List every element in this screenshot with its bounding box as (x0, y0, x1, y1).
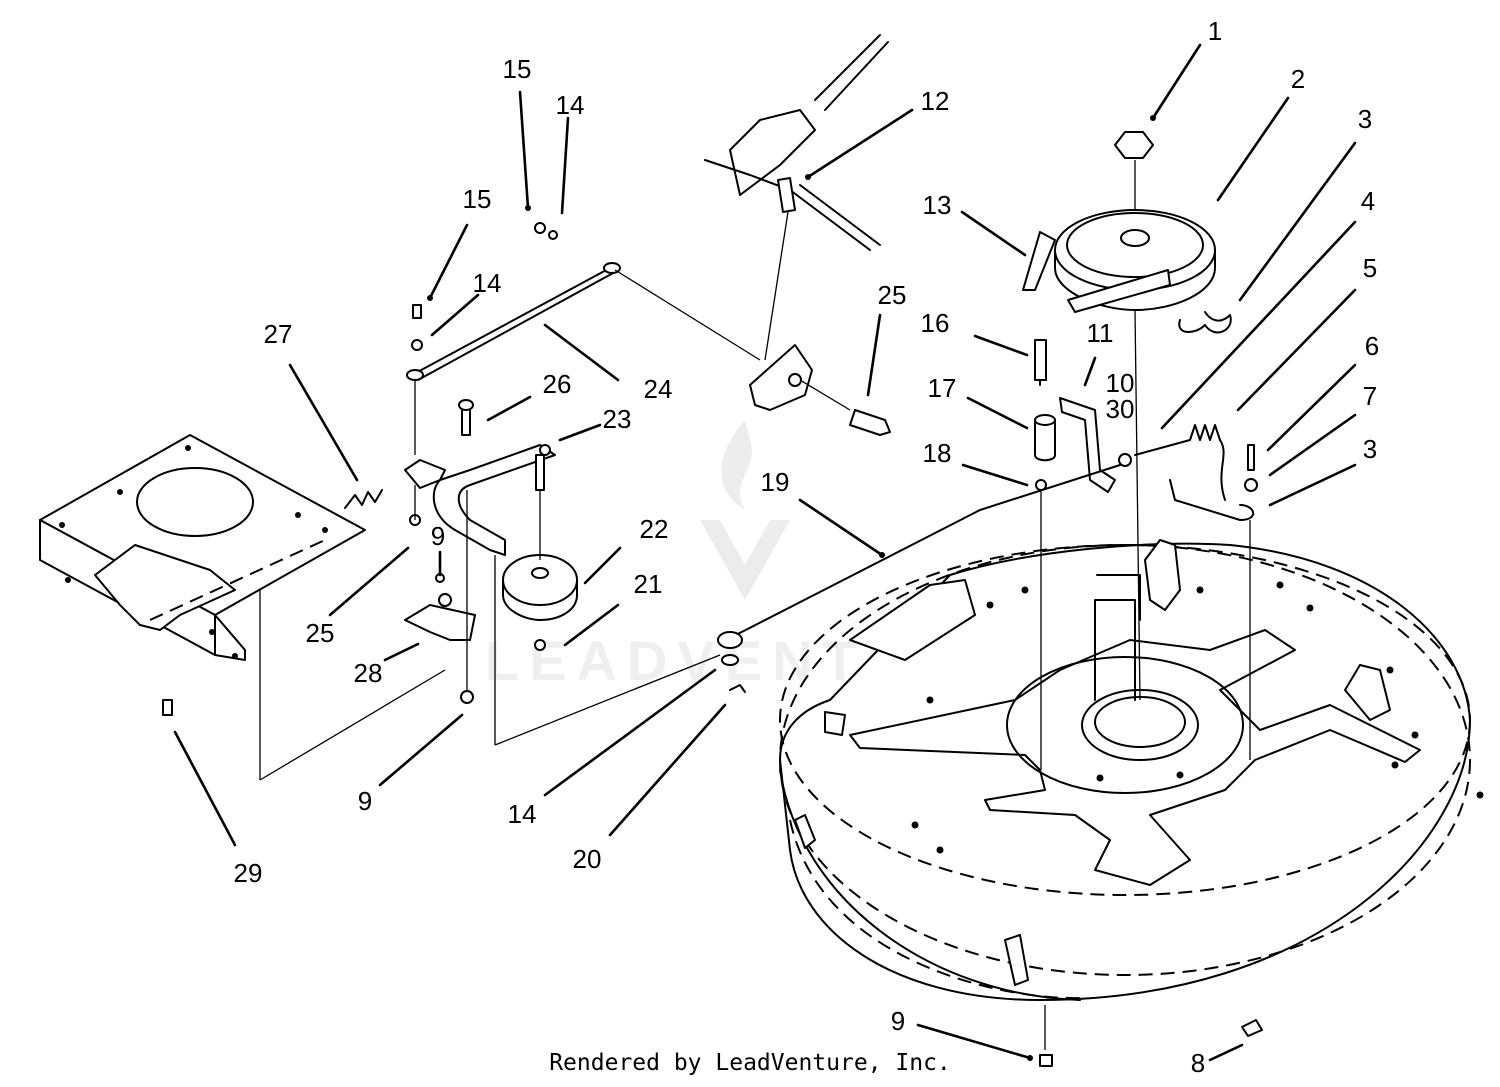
callout-9-bracket: 9 (431, 521, 445, 551)
callout-12: 12 (921, 86, 950, 116)
callout-19: 19 (761, 467, 790, 497)
callout-7: 7 (1363, 381, 1377, 411)
render-credit: Rendered by LeadVenture, Inc. (549, 1050, 951, 1076)
callout-20: 20 (573, 844, 602, 874)
pulley-assembly (1022, 131, 1232, 701)
callout-17: 17 (928, 373, 957, 403)
idler-arm-assembly (717, 339, 1258, 770)
callout-labels: 1 2 3 3 4 5 6 7 8 9 9 9 10 11 12 13 14 1… (234, 16, 1380, 1078)
callout-14-lower: 14 (508, 799, 537, 829)
callout-11: 11 (1087, 318, 1114, 348)
callout-3-lower: 3 (1363, 434, 1377, 464)
callout-3-upper: 3 (1358, 104, 1372, 134)
callout-15-lower: 15 (463, 184, 492, 214)
callout-21: 21 (634, 569, 663, 599)
callout-9-lower-left: 9 (358, 786, 372, 816)
callout-4: 4 (1361, 186, 1375, 216)
callout-30: 30 (1106, 394, 1135, 424)
callout-22: 22 (640, 514, 669, 544)
engine-plate (39, 434, 366, 716)
callout-26: 26 (543, 369, 572, 399)
callout-14-upper: 14 (556, 90, 585, 120)
callout-5: 5 (1363, 253, 1377, 283)
callout-29: 29 (234, 858, 263, 888)
mower-deck (779, 539, 1484, 1001)
callout-23: 23 (603, 404, 632, 434)
callout-27: 27 (264, 319, 293, 349)
callout-13: 13 (923, 190, 952, 220)
callout-18: 18 (923, 438, 952, 468)
callout-6: 6 (1365, 331, 1379, 361)
callout-9-bottom: 9 (891, 1006, 905, 1036)
callout-25-right: 25 (878, 280, 907, 310)
bottom-hardware (1039, 1005, 1263, 1067)
callout-2: 2 (1291, 64, 1305, 94)
idler-bracket-arm (259, 399, 721, 781)
callout-15-upper: 15 (503, 54, 532, 84)
callout-8: 8 (1191, 1048, 1205, 1078)
clutch-linkage (406, 34, 891, 455)
leader-lines (173, 43, 1357, 1062)
callout-16: 16 (921, 308, 950, 338)
callout-1: 1 (1208, 16, 1222, 46)
callout-14-middle: 14 (473, 268, 502, 298)
callout-28: 28 (354, 658, 383, 688)
callout-10: 10 (1106, 368, 1135, 398)
callout-24: 24 (644, 374, 673, 404)
callout-25-left: 25 (306, 618, 335, 648)
watermark-logo (700, 420, 790, 600)
